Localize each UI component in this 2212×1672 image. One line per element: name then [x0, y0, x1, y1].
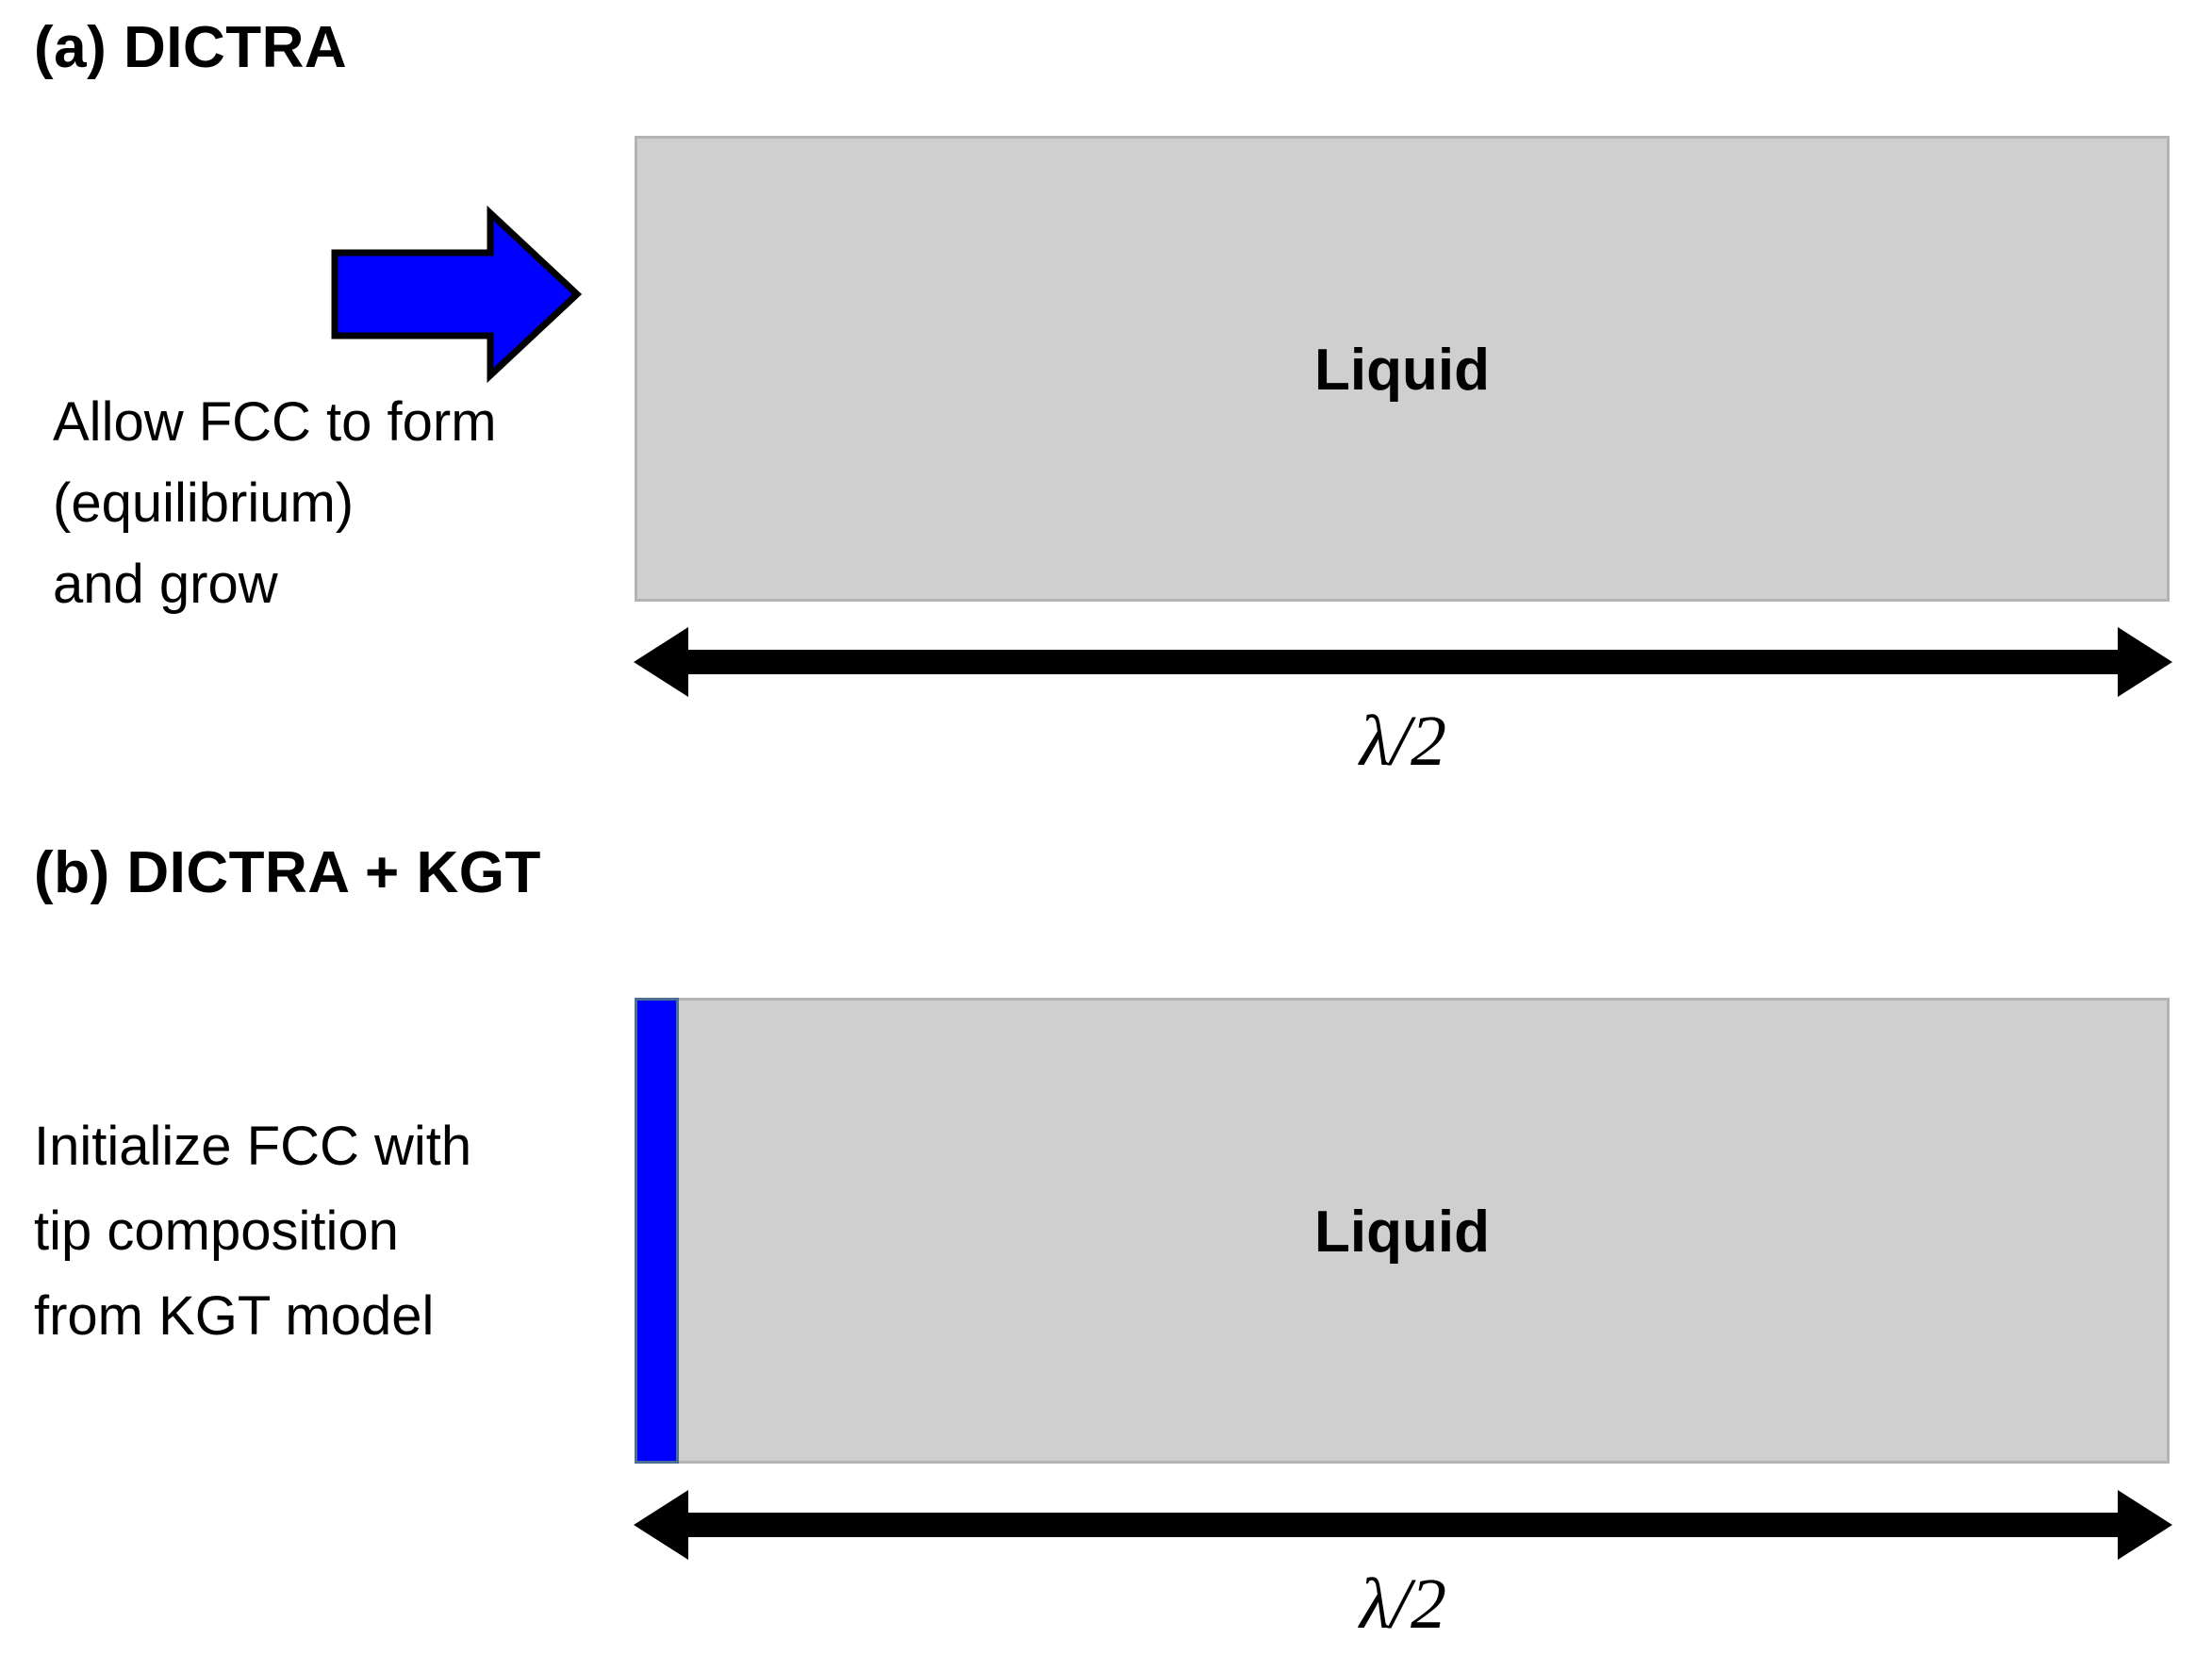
panel-a-dimension-label: λ/2: [1359, 702, 1447, 781]
panel-b-dimension-label: λ/2: [1359, 1564, 1447, 1644]
panel-b-caption-line-1: Initialize FCC with: [34, 1116, 472, 1177]
fcc-seed-strip: [635, 998, 679, 1464]
panel-a-liquid-region: Liquid: [635, 136, 2170, 602]
panel-a-caption-line-2: (equilibrium): [53, 472, 355, 534]
panel-b-liquid-region: Liquid: [635, 998, 2170, 1464]
panel-a-title: (a) DICTRA: [34, 15, 348, 80]
panel-b-dimension-arrow-icon: [630, 1481, 2176, 1570]
panel-b-caption-line-3: from KGT model: [34, 1285, 435, 1347]
panel-a-liquid-label: Liquid: [1314, 338, 1490, 403]
blue-block-arrow-right-icon: [311, 205, 651, 385]
panel-b-title: (b) DICTRA + KGT: [34, 840, 541, 905]
panel-a-caption-line-1: Allow FCC to form: [53, 391, 497, 453]
panel-b-liquid-label: Liquid: [1314, 1200, 1490, 1265]
panel-a-dimension-arrow-icon: [630, 618, 2176, 707]
panel-a-caption-line-3: and grow: [53, 554, 278, 615]
panel-b-caption-line-2: tip composition: [34, 1200, 399, 1262]
